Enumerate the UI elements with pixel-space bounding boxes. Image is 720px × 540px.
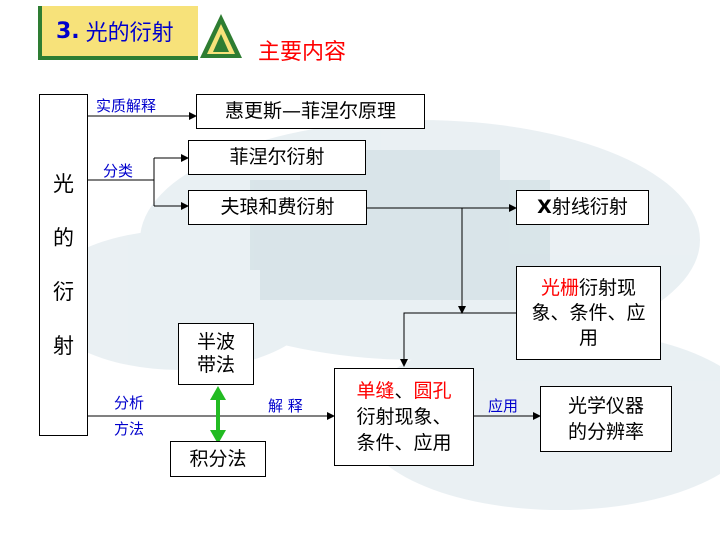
optical-resolution-box: 光学仪器 的分辨率 [540,386,672,452]
separator: 、 [394,380,414,402]
side-char: 的 [53,226,74,250]
label-explain: 解 释 [268,397,303,415]
single-slit-red: 单缝 [356,380,395,402]
side-char: 衍 [53,280,74,304]
integral-text: 积分法 [189,447,247,470]
half-wave-line-1: 半波 [196,331,235,353]
title-text: 光的衍射 [85,21,174,46]
grating-diffraction-box: 光栅衍射现象、条件、应用 [516,266,661,360]
huygens-fresnel-box: 惠更斯—菲涅尔原理 [196,94,425,129]
circular-hole-red: 圆孔 [413,380,452,402]
slit-text-line-2: 条件、应用 [356,432,452,454]
slit-text-line-1: 衍射现象、 [356,406,452,428]
optics-line-1: 光学仪器 [567,395,644,417]
huygens-text: 惠更斯—菲涅尔原理 [224,100,396,122]
fraunhofer-text: 夫琅和费衍射 [220,196,335,218]
single-slit-circular-hole-box: 单缝、圆孔 衍射现象、 条件、应用 [334,368,474,466]
title-number: 3. [56,18,80,44]
optics-line-2: 的分辨率 [567,421,644,443]
title-banner: 3. 光的衍射 [38,6,198,60]
half-wave-line-2: 带法 [196,354,235,376]
xray-x: X [537,196,552,218]
label-apply: 应用 [488,397,519,415]
double-arrow-icon [210,386,226,444]
label-classify: 分类 [103,162,134,180]
fresnel-text: 菲涅尔衍射 [229,146,325,168]
grating-text: 衍射现象、条件、应用 [531,276,646,349]
half-wave-zone-box: 半波 带法 [178,323,254,385]
fraunhofer-diffraction-box: 夫琅和费衍射 [188,190,367,225]
xray-text: 射线衍射 [551,196,628,218]
integral-method-box: 积分法 [170,441,266,477]
label-essence: 实质解释 [96,97,157,115]
side-char: 射 [53,334,74,358]
grating-red: 光栅 [540,276,579,299]
triangle-icon [200,14,242,58]
light-diffraction-box: 光 的 衍 射 [39,94,88,436]
main-content-label: 主要内容 [258,40,347,65]
fresnel-diffraction-box: 菲涅尔衍射 [188,140,366,175]
side-char: 光 [53,172,74,196]
label-analysis-1: 分析 [114,394,145,412]
label-analysis-2: 方法 [114,420,145,438]
